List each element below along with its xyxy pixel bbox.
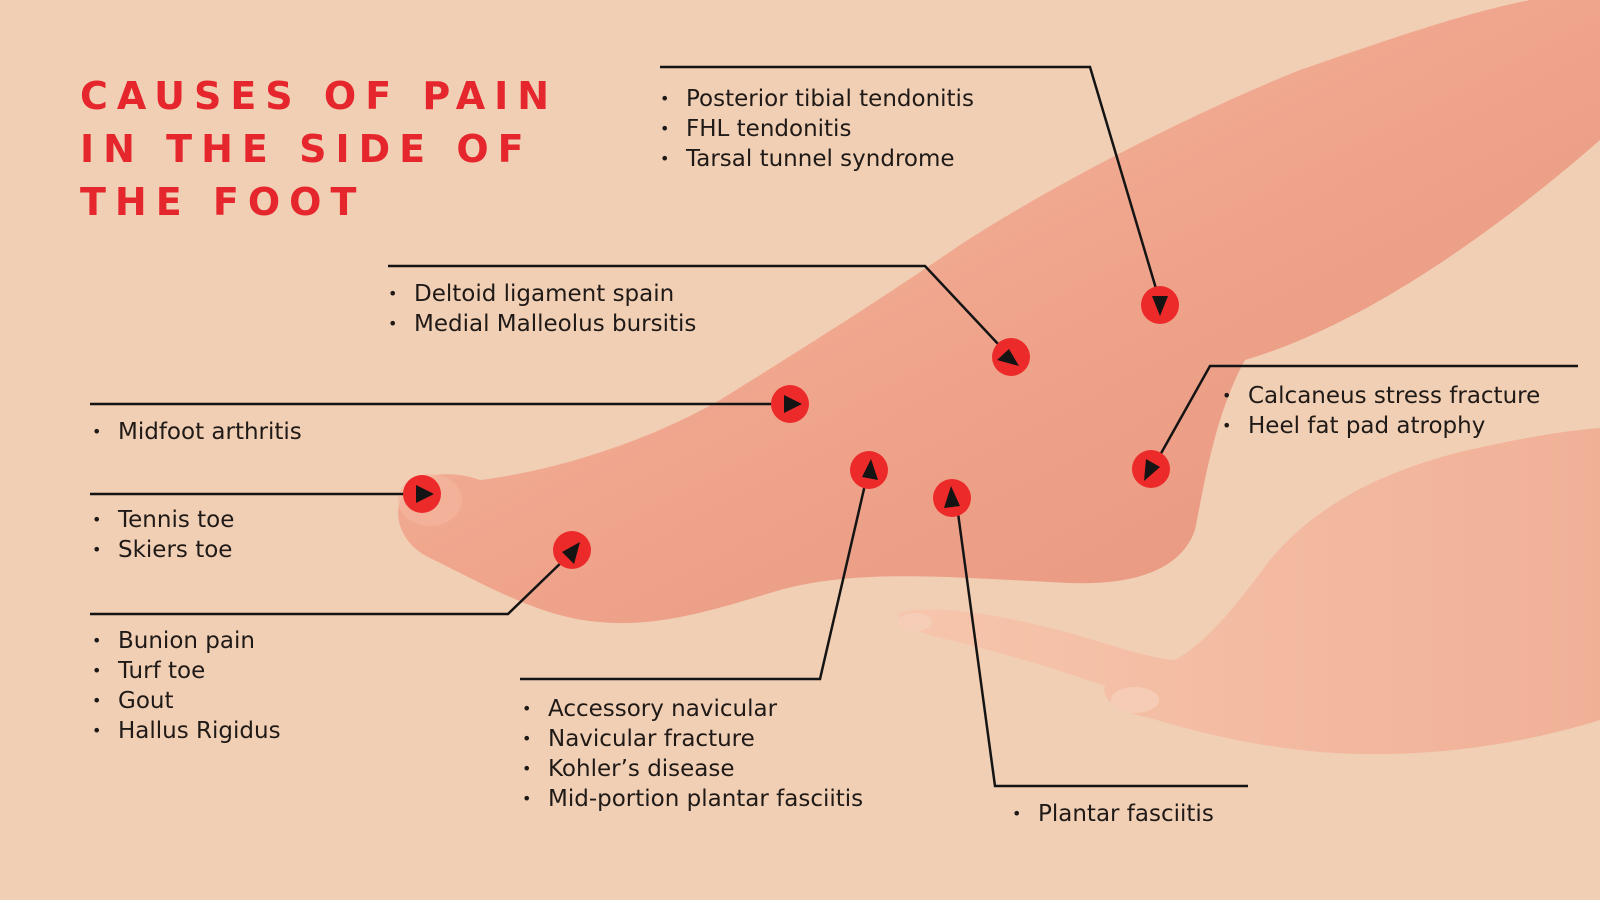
leader-lines bbox=[90, 65, 1578, 788]
arrowheads bbox=[416, 296, 1168, 564]
leader-bunion bbox=[90, 555, 569, 616]
page-title: CAUSES OF PAIN IN THE SIDE OF THE FOOT bbox=[80, 70, 558, 229]
list-item: Navicular fracture bbox=[522, 724, 863, 754]
list-item: Skiers toe bbox=[92, 535, 234, 565]
arrowhead-plantar bbox=[944, 486, 960, 508]
list-item: Deltoid ligament spain bbox=[388, 279, 696, 309]
arrowhead-tennis bbox=[416, 485, 434, 503]
arrowhead-deltoid bbox=[997, 349, 1019, 366]
callout-calcaneus: Calcaneus stress fracture Heel fat pad a… bbox=[1222, 381, 1540, 441]
callout-posterior: Posterior tibial tendonitis FHL tendonit… bbox=[660, 84, 974, 174]
list-item: FHL tendonitis bbox=[660, 114, 974, 144]
callout-plantar: Plantar fasciitis bbox=[1012, 799, 1214, 829]
arrowhead-posterior bbox=[1152, 296, 1168, 316]
leader-deltoid bbox=[388, 264, 1015, 362]
title-line-2: IN THE SIDE OF bbox=[80, 127, 533, 171]
hand-silhouette bbox=[899, 428, 1600, 755]
list-item: Midfoot arthritis bbox=[92, 417, 302, 447]
list-item: Hallus Rigidus bbox=[92, 716, 281, 746]
list-item: Turf toe bbox=[92, 656, 281, 686]
arrowhead-calcaneus bbox=[1144, 459, 1160, 481]
list-item: Bunion pain bbox=[92, 626, 281, 656]
finger-nail bbox=[898, 613, 932, 631]
pain-markers bbox=[403, 286, 1179, 569]
list-item: Calcaneus stress fracture bbox=[1222, 381, 1540, 411]
list-item: Tennis toe bbox=[92, 505, 234, 535]
list-item: Kohler’s disease bbox=[522, 754, 863, 784]
callout-midfoot: Midfoot arthritis bbox=[92, 417, 302, 447]
leader-posterior bbox=[660, 65, 1162, 303]
callout-navicular: Accessory navicular Navicular fracture K… bbox=[522, 694, 863, 814]
title-line-1: CAUSES OF PAIN bbox=[80, 74, 559, 118]
list-item: Posterior tibial tendonitis bbox=[660, 84, 974, 114]
arrowhead-navicular bbox=[862, 459, 878, 480]
foot-silhouette bbox=[398, 0, 1600, 624]
list-item: Gout bbox=[92, 686, 281, 716]
leader-navicular bbox=[520, 462, 872, 681]
list-item: Accessory navicular bbox=[522, 694, 863, 724]
callout-deltoid: Deltoid ligament spain Medial Malleolus … bbox=[388, 279, 696, 339]
leader-plantar bbox=[953, 490, 1248, 788]
list-item: Heel fat pad atrophy bbox=[1222, 411, 1540, 441]
arrowhead-midfoot bbox=[784, 395, 802, 413]
title-line-3: THE FOOT bbox=[80, 180, 366, 224]
list-item: Tarsal tunnel syndrome bbox=[660, 144, 974, 174]
list-item: Medial Malleolus bursitis bbox=[388, 309, 696, 339]
leader-calcaneus bbox=[1148, 364, 1578, 474]
list-item: Mid-portion plantar fasciitis bbox=[522, 784, 863, 814]
thumb-nail bbox=[1111, 687, 1159, 713]
callout-bunion: Bunion pain Turf toe Gout Hallus Rigidus bbox=[92, 626, 281, 746]
callout-tennis: Tennis toe Skiers toe bbox=[92, 505, 234, 565]
arrowhead-bunion bbox=[562, 542, 580, 564]
list-item: Plantar fasciitis bbox=[1012, 799, 1214, 829]
